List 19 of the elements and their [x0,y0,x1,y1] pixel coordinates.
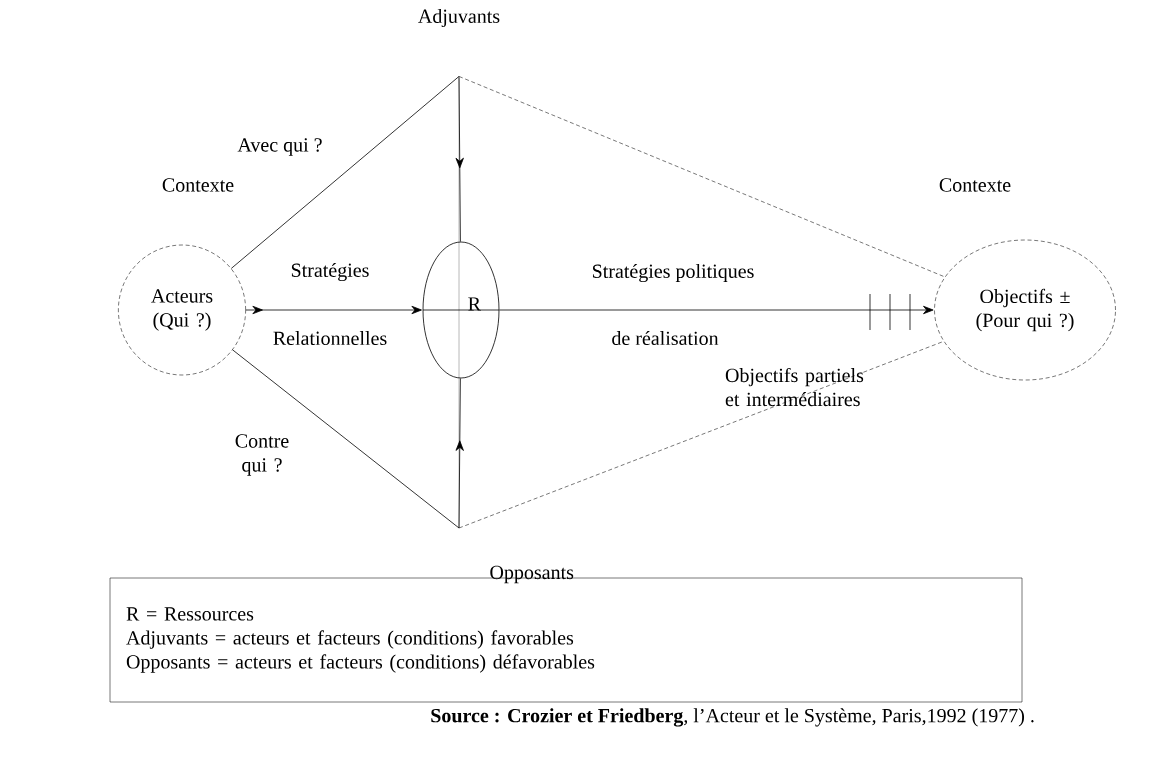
text-label: Stratégies [291,262,369,282]
text-label: Adjuvants [418,8,500,28]
text-label: Relationnelles [273,331,387,346]
arrow [499,305,934,315]
edge-label: Contre qui ? [225,432,299,478]
line [232,349,460,529]
source-caption: Source : Crozier et Friedberg, l’Acteur et le Système, Paris,1992 (1977) . [431,708,1034,727]
line [230,76,460,269]
text-label: Objectifs partiels et intermédiaires [725,367,864,407]
line [458,76,946,278]
arrow [245,305,422,315]
text-label: Contexte [162,178,234,192]
arrow [455,76,464,242]
line [458,341,944,529]
text-label: de réalisation [612,330,719,346]
arrow [455,378,464,529]
text-label: Stratégies politiques [592,263,754,283]
edge-label: Avec qui ? [236,136,324,158]
text-label: Contexte [939,178,1011,192]
